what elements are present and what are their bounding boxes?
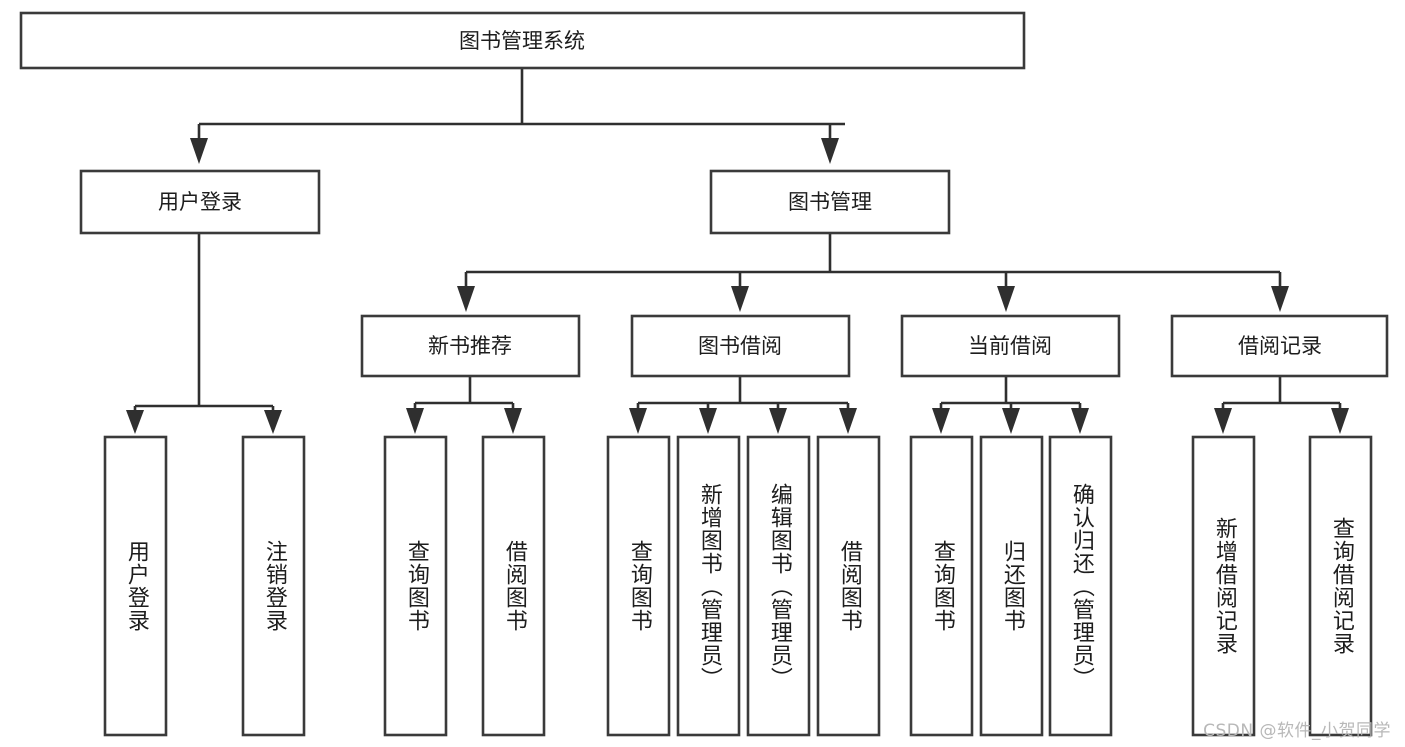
leaf-user-logout-box[interactable] — [241, 435, 306, 737]
connector-group-new-book-recommend — [406, 376, 522, 434]
leaf-return-book-box[interactable] — [979, 435, 1044, 737]
arrow-to-current-borrow — [997, 286, 1015, 312]
connector-group-current-borrow — [932, 376, 1089, 434]
arrow-to-borrow-record — [1271, 286, 1289, 312]
leaf-confirm-return-box[interactable] — [1048, 435, 1113, 737]
node-new-book-recommend[interactable]: 新书推荐 — [360, 314, 581, 378]
node-current-borrow[interactable]: 当前借阅 — [900, 314, 1121, 378]
node-book-borrow[interactable]: 图书借阅 — [630, 314, 851, 378]
node-book-management-label: 图书管理 — [788, 190, 872, 214]
connector-group-book-management — [457, 233, 1289, 312]
connector-group-root — [190, 69, 845, 164]
leaf-borrow-book-2-box[interactable] — [816, 435, 881, 737]
node-user-login-label: 用户登录 — [158, 190, 242, 214]
leaf-edit-book-box[interactable] — [746, 435, 811, 737]
leaf-user-login-box[interactable] — [103, 435, 168, 737]
arrow-root-to-user-login — [190, 138, 208, 164]
arrow-to-leaf-return-book — [1002, 408, 1020, 434]
csdn-watermark: CSDN @软件_小贺同学 — [1203, 721, 1391, 741]
leaf-query-record-box[interactable] — [1308, 435, 1373, 737]
node-new-book-recommend-box[interactable] — [360, 314, 581, 378]
arrow-to-new-book-recommend — [457, 286, 475, 312]
leaf-add-book-box[interactable] — [676, 435, 741, 737]
node-root-box[interactable] — [19, 11, 1026, 70]
node-borrow-record[interactable]: 借阅记录 — [1170, 314, 1389, 378]
node-borrow-record-label: 借阅记录 — [1238, 334, 1322, 358]
leaf-boxes — [103, 435, 1373, 737]
connector-group-book-borrow — [629, 376, 857, 434]
node-root[interactable]: 图书管理系统 — [19, 11, 1026, 70]
node-book-management[interactable]: 图书管理 — [709, 169, 951, 235]
leaf-borrow-book-1-box[interactable] — [481, 435, 546, 737]
node-current-borrow-box[interactable] — [900, 314, 1121, 378]
leaf-query-book-2-box[interactable] — [606, 435, 671, 737]
arrow-to-leaf-add-book — [699, 408, 717, 434]
node-user-login[interactable]: 用户登录 — [79, 169, 321, 235]
node-book-borrow-box[interactable] — [630, 314, 851, 378]
arrow-to-leaf-query-book-3 — [932, 408, 950, 434]
node-new-book-recommend-label: 新书推荐 — [428, 334, 512, 358]
node-book-management-box[interactable] — [709, 169, 951, 235]
arrow-to-leaf-query-book-2 — [629, 408, 647, 434]
arrow-to-book-borrow — [731, 286, 749, 312]
node-book-borrow-label: 图书借阅 — [698, 334, 782, 358]
node-user-login-box[interactable] — [79, 169, 321, 235]
arrow-to-leaf-query-book-1 — [406, 408, 424, 434]
leaf-add-record-box[interactable] — [1191, 435, 1256, 737]
arrow-to-leaf-user-login — [126, 410, 144, 434]
arrow-root-to-book-management — [821, 138, 839, 164]
node-root-label: 图书管理系统 — [459, 29, 585, 53]
arrow-to-leaf-borrow-book-2 — [839, 408, 857, 434]
arrow-to-leaf-user-logout — [264, 410, 282, 434]
arrow-to-leaf-borrow-book-1 — [504, 408, 522, 434]
leaf-query-book-1-box[interactable] — [383, 435, 448, 737]
leaf-query-book-3-box[interactable] — [909, 435, 974, 737]
connector-group-borrow-record — [1214, 376, 1349, 434]
connector-group-user-login — [126, 233, 282, 434]
arrow-to-leaf-confirm-return — [1071, 408, 1089, 434]
node-current-borrow-label: 当前借阅 — [968, 334, 1052, 358]
node-borrow-record-box[interactable] — [1170, 314, 1389, 378]
arrow-to-leaf-edit-book — [769, 408, 787, 434]
arrow-to-leaf-add-record — [1214, 408, 1232, 434]
arrow-to-leaf-query-record — [1331, 408, 1349, 434]
